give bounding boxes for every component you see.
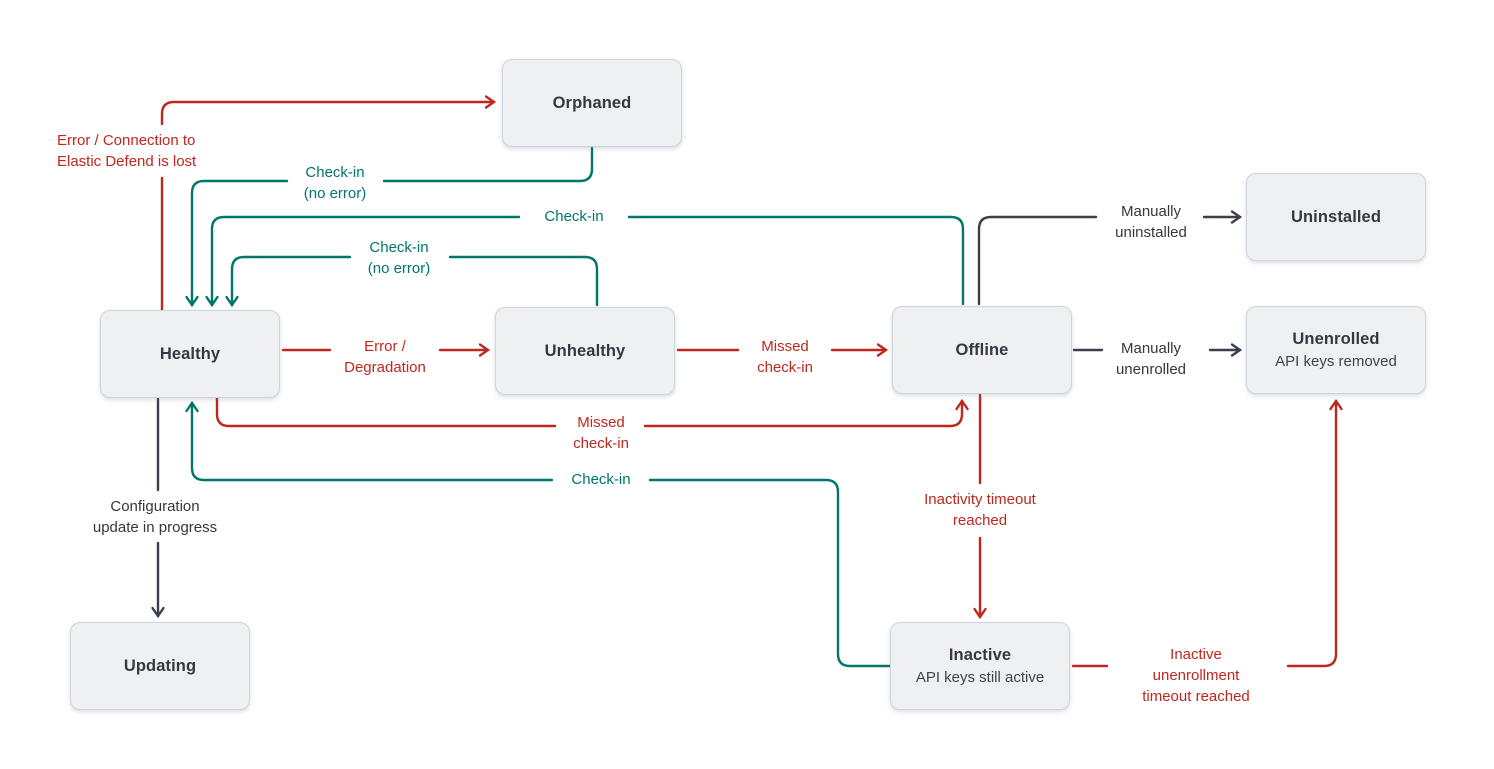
node-unenrolled: Unenrolled API keys removed	[1246, 306, 1426, 394]
edge-label-manually-uninstalled: Manually uninstalled	[1115, 203, 1187, 241]
node-offline-label: Offline	[955, 340, 1009, 359]
edge-label-checkin-inactive: Check-in	[571, 471, 631, 488]
edge-label-inactivity-timeout: Inactivity timeout reached	[924, 491, 1036, 529]
edge-offline-healthy	[627, 215, 965, 306]
edge-healthy-orphaned-head	[160, 95, 497, 126]
edge-offline-uninstalled	[977, 215, 1098, 306]
edge-healthy-offline-head	[643, 398, 969, 428]
edge-label-error-degradation: Error / Degradation	[344, 338, 426, 376]
node-inactive-sublabel: API keys still active	[915, 669, 1045, 686]
edge-label-manually-unenrolled: Manually unenrolled	[1115, 340, 1187, 378]
node-inactive-label: Inactive	[948, 646, 1012, 664]
edge-label-inactive-unenrollment: Inactive unenrollment timeout reached	[1142, 646, 1250, 705]
edge-label-checkin-offline: Check-in	[544, 208, 604, 225]
edge-label-missed-checkin-unhealthy: Missed check-in	[757, 338, 813, 376]
node-offline: Offline	[892, 306, 1072, 394]
node-healthy: Healthy	[100, 310, 280, 398]
edge-inactive-healthy	[648, 478, 892, 668]
edge-label-missed-checkin-healthy: Missed check-in	[573, 414, 629, 452]
edge-label-configuration-update: Configuration update in progress	[92, 498, 218, 536]
node-uninstalled: Uninstalled	[1246, 173, 1426, 261]
edge-label-checkin-no-error-unhealthy: Check-in (no error)	[367, 239, 431, 277]
node-healthy-label: Healthy	[159, 344, 221, 363]
node-orphaned-label: Orphaned	[552, 93, 632, 112]
node-unhealthy: Unhealthy	[495, 307, 675, 395]
edge-label-checkin-no-error-orphaned: Check-in (no error)	[303, 164, 367, 202]
node-inactive: Inactive API keys still active	[890, 622, 1070, 710]
edge-healthy-offline	[215, 396, 557, 428]
node-unhealthy-label: Unhealthy	[544, 341, 626, 360]
edge-label-error-connection: Error / Connection to Elastic Defend is …	[57, 132, 197, 170]
edge-unhealthy-healthy-head	[225, 255, 352, 308]
node-updating: Updating	[70, 622, 250, 710]
node-unenrolled-sublabel: API keys removed	[1275, 353, 1397, 370]
node-updating-label: Updating	[123, 656, 197, 675]
edge-offline-healthy-head	[205, 215, 521, 308]
edge-orphaned-healthy	[382, 146, 594, 183]
node-uninstalled-label: Uninstalled	[1290, 207, 1382, 226]
edge-inactive-unenrolled-head	[1286, 398, 1343, 668]
node-unenrolled-label: Unenrolled	[1292, 330, 1380, 348]
node-orphaned: Orphaned	[502, 59, 682, 147]
edge-unhealthy-healthy	[448, 255, 599, 307]
edge-orphaned-healthy-head	[185, 179, 289, 308]
edge-inactive-healthy-head	[185, 400, 554, 482]
